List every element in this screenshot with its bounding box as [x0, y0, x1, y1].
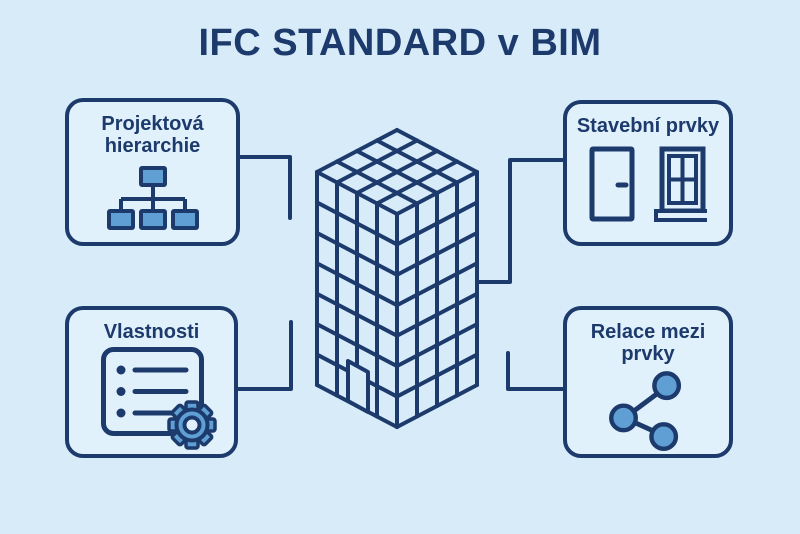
- hierarchy-tree-icon: [106, 165, 199, 230]
- connector-properties: [236, 320, 293, 391]
- connector-project-hierarchy: [238, 155, 292, 220]
- connector-element-relations: [506, 351, 565, 391]
- building-illustration: [315, 128, 479, 429]
- box-properties-label: Vlastnosti: [103, 321, 200, 343]
- connector-building-elements: [476, 158, 565, 284]
- page-title: IFC STANDARD v BIM: [198, 22, 602, 64]
- box-element-relations: Relace mezi prvky: [563, 306, 733, 458]
- gear-icon: [167, 400, 217, 451]
- building-door-icon: [346, 359, 370, 414]
- box-building-elements-label: Stavební prvky: [576, 115, 720, 137]
- checklist-gear-icon: [101, 347, 217, 451]
- box-project-hierarchy: Projektová hierarchie: [65, 98, 240, 246]
- box-project-hierarchy-label: Projektová hierarchie: [101, 113, 204, 158]
- share-nodes-icon: [609, 370, 682, 451]
- door-window-icon: [589, 146, 707, 223]
- box-properties: Vlastnosti: [65, 306, 238, 458]
- box-element-relations-label: Relace mezi prvky: [590, 321, 706, 366]
- box-building-elements: Stavební prvky: [563, 100, 733, 246]
